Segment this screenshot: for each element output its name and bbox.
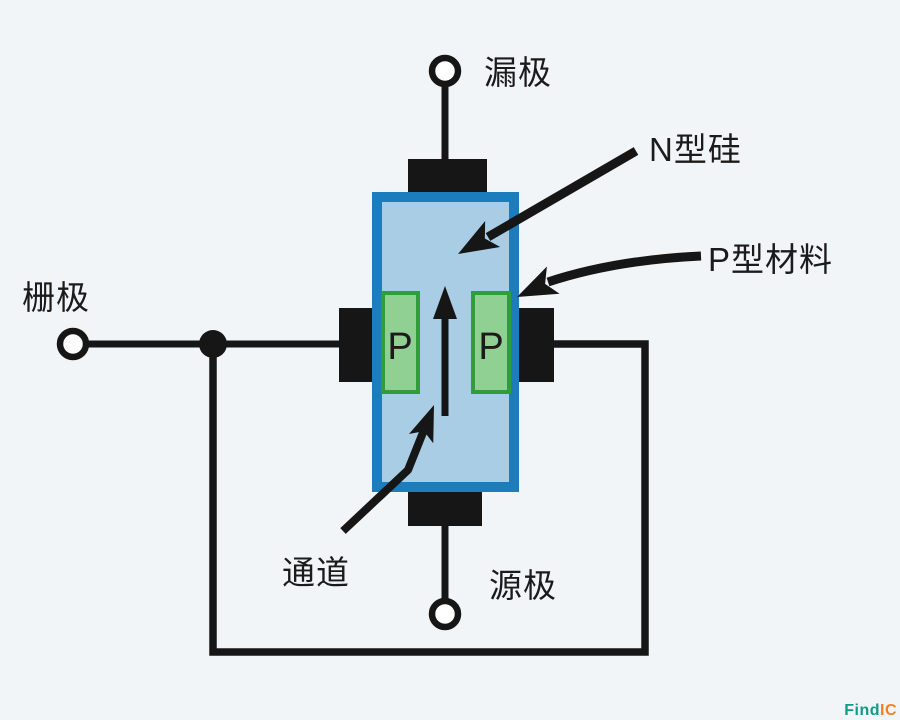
- findic-logo-ic: IC: [880, 702, 897, 719]
- channel-label: 通道: [282, 554, 350, 591]
- p-material-pointer-arrow: [517, 251, 702, 297]
- drain-terminal: [428, 54, 462, 88]
- p-region-left: [381, 291, 420, 394]
- source-terminal: [428, 597, 462, 631]
- gate-junction-dot: [199, 330, 227, 358]
- p-material-label: P型材料: [708, 241, 833, 278]
- gate-loop-wire: [209, 340, 649, 656]
- findic-logo-find: Find: [844, 702, 880, 719]
- channel-arrow: [433, 286, 457, 416]
- n-type-label: N型硅: [649, 131, 742, 168]
- p-region-right: [471, 291, 511, 394]
- gate-contact-right: [518, 308, 554, 382]
- gate-contact-left: [339, 308, 375, 382]
- channel-pointer-arrow: [340, 405, 434, 534]
- source-contact: [408, 489, 482, 526]
- drain-contact: [408, 159, 487, 195]
- gate-label: 栅极: [22, 279, 90, 316]
- findic-logo: FindIC: [844, 702, 897, 719]
- drain-label: 漏极: [484, 54, 552, 91]
- p-region-left-label: P: [387, 326, 412, 368]
- gate-terminal: [56, 327, 90, 361]
- p-region-right-label: P: [478, 326, 503, 368]
- n-type-pointer-arrow: [458, 147, 639, 254]
- source-label: 源极: [489, 567, 557, 604]
